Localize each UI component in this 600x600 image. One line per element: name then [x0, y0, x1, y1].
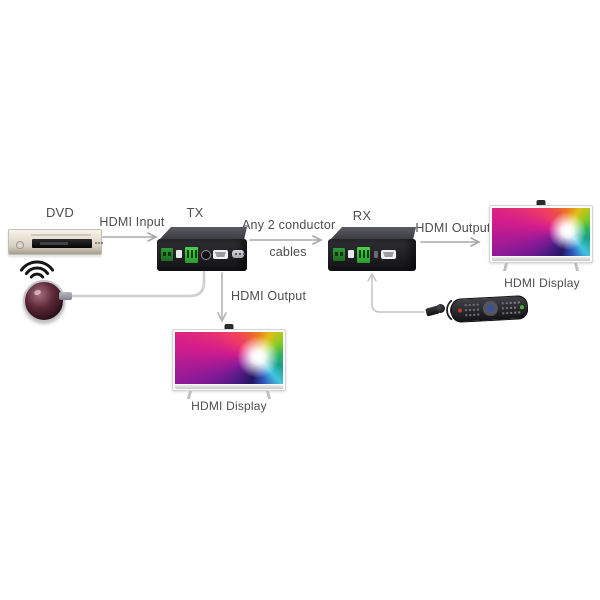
tv-frame	[172, 329, 286, 391]
tv-bottom-strip	[175, 385, 283, 389]
ir-receiver-eye-icon	[23, 280, 65, 322]
hdmi-output-right-label: HDMI Output	[415, 221, 491, 235]
hdmi-display-right-label: HDMI Display	[504, 276, 580, 290]
hdmi-output-right-arrow	[420, 237, 481, 247]
remote-button-grid-mid	[501, 302, 504, 305]
ir-eye-cable	[68, 270, 206, 298]
hdmi-display-bottom	[172, 324, 286, 399]
conductor-cables-label-line1: Any 2 conductor	[242, 218, 336, 232]
rx-front-panel	[328, 239, 416, 271]
tv-camera-nub	[536, 200, 546, 205]
rx-terminal-block	[357, 247, 370, 263]
ir-eye-cable-connector	[59, 292, 72, 300]
tx-ir-port	[161, 248, 173, 261]
dvd-tray	[31, 234, 91, 236]
tv-foot-right	[574, 263, 580, 271]
tx-audio-jack	[201, 250, 211, 260]
tx-optical-port	[176, 250, 182, 258]
rx-top-face	[330, 227, 416, 240]
remote-power-button	[457, 308, 463, 313]
conductor-cables-label-line2: cables	[269, 245, 307, 259]
tv-foot-left	[186, 391, 192, 399]
hdmi-display-bottom-label: HDMI Display	[191, 399, 267, 413]
tx-front-panel	[157, 239, 247, 271]
ir-emitter-tip	[436, 304, 445, 313]
hdmi-display-right	[489, 200, 593, 271]
remote-control-icon	[450, 295, 529, 323]
ir-eye-glint	[33, 288, 42, 297]
rx-ir-cable	[367, 272, 425, 313]
tv-bottom-strip	[492, 257, 590, 261]
remote-dpad	[482, 300, 499, 317]
rx-label: RX	[352, 208, 372, 223]
rx-switch	[374, 251, 378, 258]
tv-frame	[489, 205, 593, 263]
hdmi-output-down-label: HDMI Output	[231, 289, 307, 303]
tx-top-face	[159, 227, 247, 240]
rx-hdmi-port	[381, 250, 396, 259]
tx-hdmi-port	[213, 250, 228, 259]
remote-green-button	[519, 305, 525, 310]
tx-terminal-block	[185, 247, 198, 263]
tv-screen-colorburst	[175, 332, 283, 384]
remote-button-grid-right	[509, 301, 512, 304]
remote-button-grid-left	[464, 304, 467, 307]
hdmi-input-arrow	[102, 232, 158, 242]
dvd-display-window	[32, 239, 92, 248]
tv-camera-nub	[224, 324, 234, 329]
tx-vga-port	[232, 250, 244, 258]
dvd-power-button	[16, 241, 24, 249]
dvd-label: DVD	[45, 205, 75, 220]
tv-screen-colorburst	[492, 208, 590, 256]
dvd-player	[8, 229, 102, 255]
hdmi-output-down-arrow	[217, 272, 227, 323]
rx-unit	[328, 227, 416, 272]
rx-optical-port	[348, 250, 354, 258]
rx-ir-port	[333, 248, 345, 261]
tx-label: TX	[186, 205, 204, 220]
tv-foot-left	[502, 263, 508, 271]
hdmi-input-label: HDMI Input	[99, 215, 165, 229]
conductor-cables-arrow	[249, 235, 323, 245]
dvd-front-buttons	[95, 242, 97, 244]
tx-unit	[157, 227, 247, 272]
tv-foot-right	[266, 391, 272, 399]
wifi-signal-icon	[19, 260, 55, 279]
